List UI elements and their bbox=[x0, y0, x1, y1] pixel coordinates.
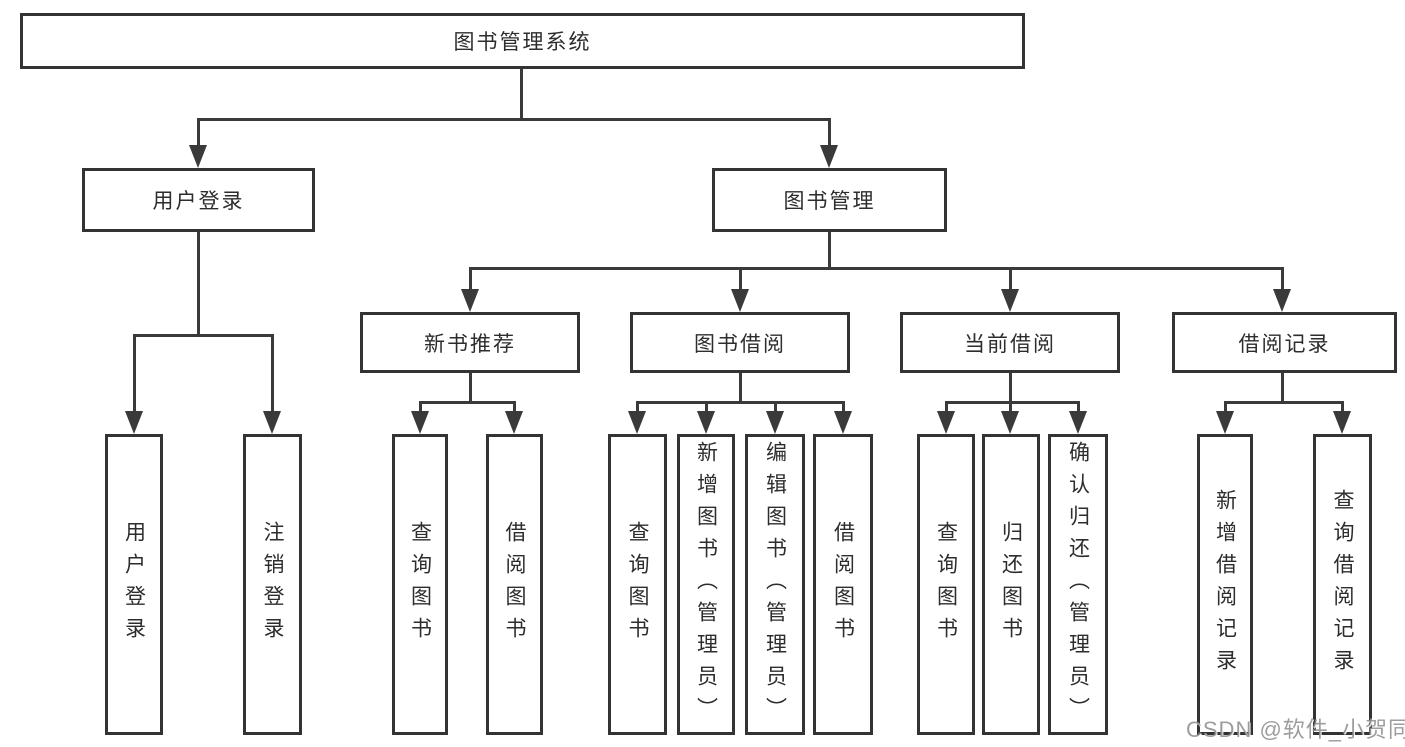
leaf-borrow-books-borrowing: 借阅图书 bbox=[813, 434, 873, 735]
leaf-label: 查询图书 bbox=[408, 520, 432, 649]
connector-user-login-rail bbox=[133, 334, 274, 337]
leaf-query-books-current: 查询图书 bbox=[917, 434, 975, 735]
leaf-label: 用户登录 bbox=[122, 520, 146, 649]
connector-to-leaf bbox=[513, 401, 516, 413]
leaf-label: 归还图书 bbox=[999, 520, 1023, 649]
leaf-label: 借阅图书 bbox=[503, 520, 526, 649]
connector-to-leaf bbox=[705, 401, 708, 413]
node-label: 新书推荐 bbox=[424, 332, 516, 356]
leaf-borrow-books-recommend: 借阅图书 bbox=[486, 434, 543, 735]
connector-recommend-stem bbox=[469, 373, 472, 404]
connector-to-leaf bbox=[1224, 401, 1227, 413]
node-book-management: 图书管理 bbox=[712, 168, 947, 232]
leaf-label: 查询借阅记录 bbox=[1331, 488, 1354, 681]
arrowhead-to-leaf bbox=[411, 411, 429, 434]
node-label: 图书借阅 bbox=[694, 332, 786, 356]
connector-root-stem bbox=[520, 69, 523, 120]
node-label: 图书管理系统 bbox=[453, 31, 592, 54]
arrowhead-to-borrowing-records bbox=[1273, 289, 1291, 312]
leaf-confirm-return-admin: 确认归还（管理员） bbox=[1048, 434, 1108, 735]
connector-to-book-management bbox=[828, 118, 831, 148]
leaf-logout: 注销登录 bbox=[243, 434, 302, 735]
connector-to-leaf bbox=[945, 401, 948, 413]
connector-to-user-login bbox=[197, 118, 200, 148]
leaf-label: 编辑图书（管理员） bbox=[763, 440, 787, 729]
arrowhead-to-leaf bbox=[766, 411, 784, 434]
connector-to-leaf bbox=[419, 401, 422, 413]
node-label: 图书管理 bbox=[783, 190, 876, 213]
connector-records-stem bbox=[1281, 373, 1284, 404]
arrowhead-to-leaf bbox=[1216, 411, 1234, 434]
node-label: 当前借阅 bbox=[964, 332, 1056, 356]
leaf-add-borrow-record: 新增借阅记录 bbox=[1197, 434, 1253, 735]
connector-bm-stem bbox=[828, 232, 831, 270]
leaf-label: 借阅图书 bbox=[831, 520, 855, 649]
connector-to-leaf bbox=[842, 401, 845, 413]
arrowhead-to-leaf bbox=[628, 411, 646, 434]
arrowhead-to-leaf bbox=[697, 411, 715, 434]
connector-to-leaf-user-login bbox=[133, 334, 136, 413]
connector-to-leaf bbox=[636, 401, 639, 413]
arrowhead-to-leaf bbox=[1069, 411, 1087, 434]
leaf-label: 新增借阅记录 bbox=[1213, 488, 1237, 681]
connector-to-book-borrowing bbox=[739, 267, 742, 291]
node-borrowing-records: 借阅记录 bbox=[1172, 312, 1397, 373]
connector-records-rail bbox=[1224, 401, 1344, 404]
connector-borrowing-stem bbox=[739, 373, 742, 404]
leaf-query-borrow-record: 查询借阅记录 bbox=[1313, 434, 1372, 735]
arrowhead-to-leaf bbox=[937, 411, 955, 434]
connector-to-leaf bbox=[1341, 401, 1344, 413]
connector-bm-rail bbox=[469, 267, 1283, 270]
connector-user-login-stem bbox=[197, 232, 200, 337]
connector-to-leaf bbox=[1009, 401, 1012, 413]
arrowhead-to-leaf-user-login bbox=[125, 411, 143, 434]
leaf-query-books-recommend: 查询图书 bbox=[392, 434, 448, 735]
arrowhead-to-leaf-logout bbox=[263, 411, 281, 434]
arrowhead-to-new-book-recommendation bbox=[461, 289, 479, 312]
connector-to-leaf-logout bbox=[271, 334, 274, 413]
connector-to-leaf bbox=[774, 401, 777, 413]
connector-to-current-borrowing bbox=[1009, 267, 1012, 291]
connector-current-stem bbox=[1009, 373, 1012, 404]
node-user-login: 用户登录 bbox=[82, 168, 315, 232]
node-new-book-recommendation: 新书推荐 bbox=[360, 312, 580, 373]
connector-current-rail bbox=[945, 401, 1080, 404]
leaf-user-login: 用户登录 bbox=[105, 434, 163, 735]
csdn-watermark: CSDN @软件_小贺同学 bbox=[1186, 717, 1405, 742]
connector-to-new-book-recommendation bbox=[469, 267, 472, 291]
node-label: 借阅记录 bbox=[1238, 332, 1331, 356]
leaf-return-book: 归还图书 bbox=[982, 434, 1040, 735]
arrowhead-to-current-borrowing bbox=[1001, 289, 1019, 312]
arrowhead-to-leaf bbox=[834, 411, 852, 434]
connector-to-leaf bbox=[1077, 401, 1080, 413]
arrowhead-to-leaf bbox=[505, 411, 523, 434]
connector-root-rail bbox=[197, 118, 831, 121]
node-library-management-system: 图书管理系统 bbox=[20, 13, 1025, 69]
node-current-borrowing: 当前借阅 bbox=[900, 312, 1120, 373]
connector-recommend-rail bbox=[419, 401, 516, 404]
arrowhead-to-book-borrowing bbox=[731, 289, 749, 312]
arrowhead-to-leaf bbox=[1001, 411, 1019, 434]
leaf-label: 新增图书（管理员） bbox=[694, 440, 718, 729]
leaf-label: 查询图书 bbox=[934, 520, 958, 649]
leaf-edit-book-admin: 编辑图书（管理员） bbox=[745, 434, 805, 735]
arrowhead-to-book-management bbox=[820, 145, 838, 168]
leaf-query-books-borrowing: 查询图书 bbox=[608, 434, 667, 735]
connector-borrowing-rail bbox=[636, 401, 845, 404]
leaf-label: 查询图书 bbox=[626, 520, 649, 649]
node-label: 用户登录 bbox=[152, 190, 245, 213]
node-book-borrowing: 图书借阅 bbox=[630, 312, 850, 373]
arrowhead-to-user-login bbox=[189, 145, 207, 168]
arrowhead-to-leaf bbox=[1333, 411, 1351, 434]
leaf-label: 注销登录 bbox=[261, 520, 284, 649]
connector-to-borrowing-records bbox=[1281, 267, 1284, 291]
leaf-add-book-admin: 新增图书（管理员） bbox=[677, 434, 735, 735]
leaf-label: 确认归还（管理员） bbox=[1066, 440, 1090, 729]
